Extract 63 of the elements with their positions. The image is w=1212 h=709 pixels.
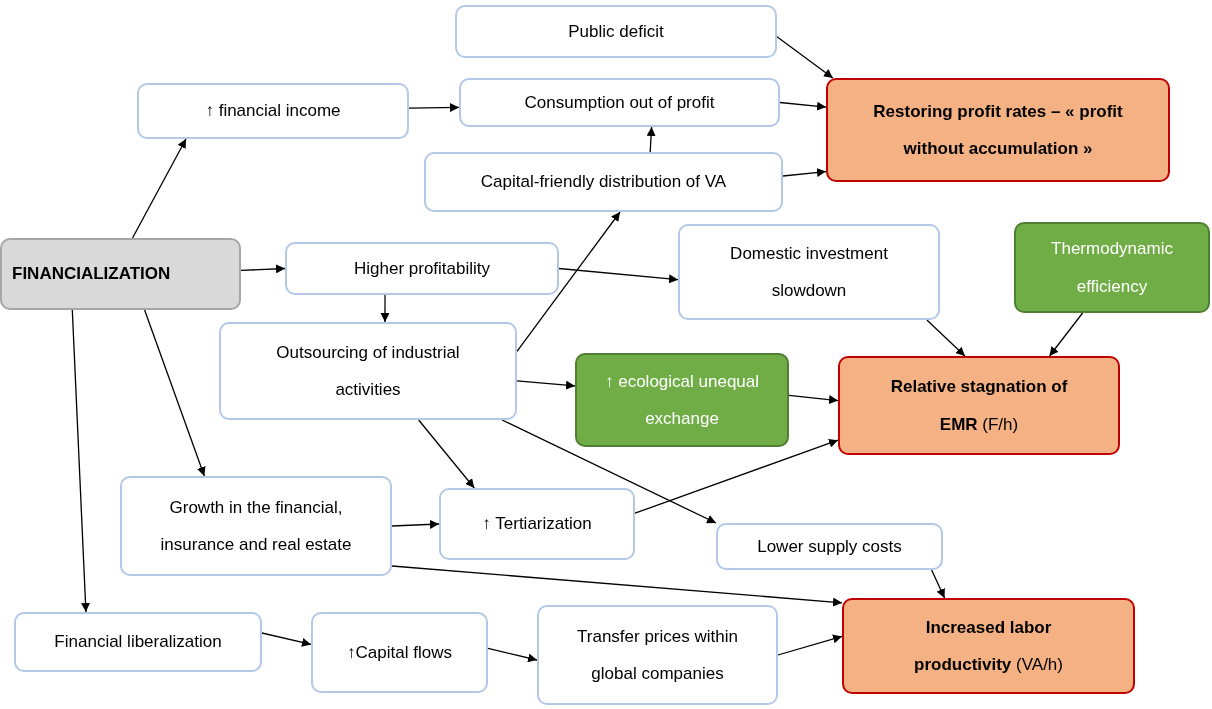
process-box bbox=[842, 598, 1135, 694]
box-label: Lower supply costs bbox=[757, 535, 902, 558]
process-box bbox=[219, 322, 517, 420]
box-label: Restoring profit rates – « profit without accumulation » bbox=[872, 100, 1124, 160]
process-box bbox=[575, 353, 789, 447]
box-label: Consumption out of profit bbox=[524, 91, 715, 114]
arrow bbox=[391, 565, 843, 607]
box-label: ↑ Tertiarization bbox=[482, 513, 592, 536]
process-box bbox=[14, 612, 262, 672]
process-box bbox=[716, 523, 943, 570]
arrow bbox=[131, 138, 187, 239]
process-box bbox=[459, 78, 780, 127]
arrow bbox=[408, 103, 460, 113]
box-label: Financial liberalization bbox=[54, 631, 222, 654]
arrow bbox=[240, 264, 286, 274]
box-label: Public deficit bbox=[568, 20, 664, 43]
arrow bbox=[782, 168, 827, 177]
box-label: Outsourcing of industrial activities bbox=[275, 341, 461, 401]
process-box bbox=[439, 488, 635, 560]
box-label: Increased labor productivity (VA/h) bbox=[913, 616, 1064, 676]
process-box bbox=[838, 356, 1120, 455]
arrow bbox=[788, 394, 839, 405]
process-box bbox=[137, 83, 409, 139]
box-label: Higher profitability bbox=[353, 257, 491, 280]
process-box bbox=[455, 5, 777, 58]
arrow bbox=[779, 101, 827, 111]
arrow bbox=[418, 419, 475, 489]
box-label: Thermodynamic efficiency bbox=[1050, 238, 1174, 298]
box-label: ↑Capital flows bbox=[347, 641, 452, 664]
box-label: FINANCIALIZATION bbox=[12, 263, 171, 286]
process-box bbox=[0, 238, 241, 310]
box-label: ↑ financial income bbox=[205, 100, 341, 123]
process-box bbox=[424, 152, 783, 212]
arrow bbox=[261, 632, 312, 647]
arrow bbox=[143, 309, 206, 477]
box-label: Transfer prices within global companies bbox=[576, 625, 739, 685]
arrow bbox=[931, 569, 946, 599]
arrow bbox=[487, 647, 538, 663]
box-label: Growth in the financial, insurance and real estate bbox=[159, 496, 353, 556]
box-label: Relative stagnation of EMR (F/h) bbox=[889, 376, 1069, 436]
arrow bbox=[71, 309, 90, 613]
arrow bbox=[516, 380, 576, 390]
arrow bbox=[777, 634, 843, 656]
process-box bbox=[826, 78, 1170, 182]
arrow bbox=[391, 519, 440, 529]
arrow bbox=[646, 126, 656, 153]
arrow bbox=[1048, 312, 1084, 357]
process-box bbox=[120, 476, 392, 576]
arrow bbox=[501, 419, 717, 524]
arrow bbox=[634, 438, 839, 514]
process-box bbox=[285, 242, 559, 295]
process-box bbox=[1014, 222, 1210, 313]
arrow bbox=[516, 211, 621, 353]
process-box bbox=[311, 612, 488, 693]
arrow bbox=[558, 267, 679, 284]
arrow bbox=[380, 294, 390, 323]
arrow bbox=[776, 36, 834, 79]
box-label: Domestic investment slowdown bbox=[729, 242, 889, 302]
process-box bbox=[678, 224, 940, 320]
box-label: Capital-friendly distribution of VA bbox=[480, 171, 727, 194]
process-box bbox=[537, 605, 778, 705]
arrow bbox=[926, 319, 966, 357]
box-label: ↑ ecological unequal exchange bbox=[603, 370, 761, 430]
